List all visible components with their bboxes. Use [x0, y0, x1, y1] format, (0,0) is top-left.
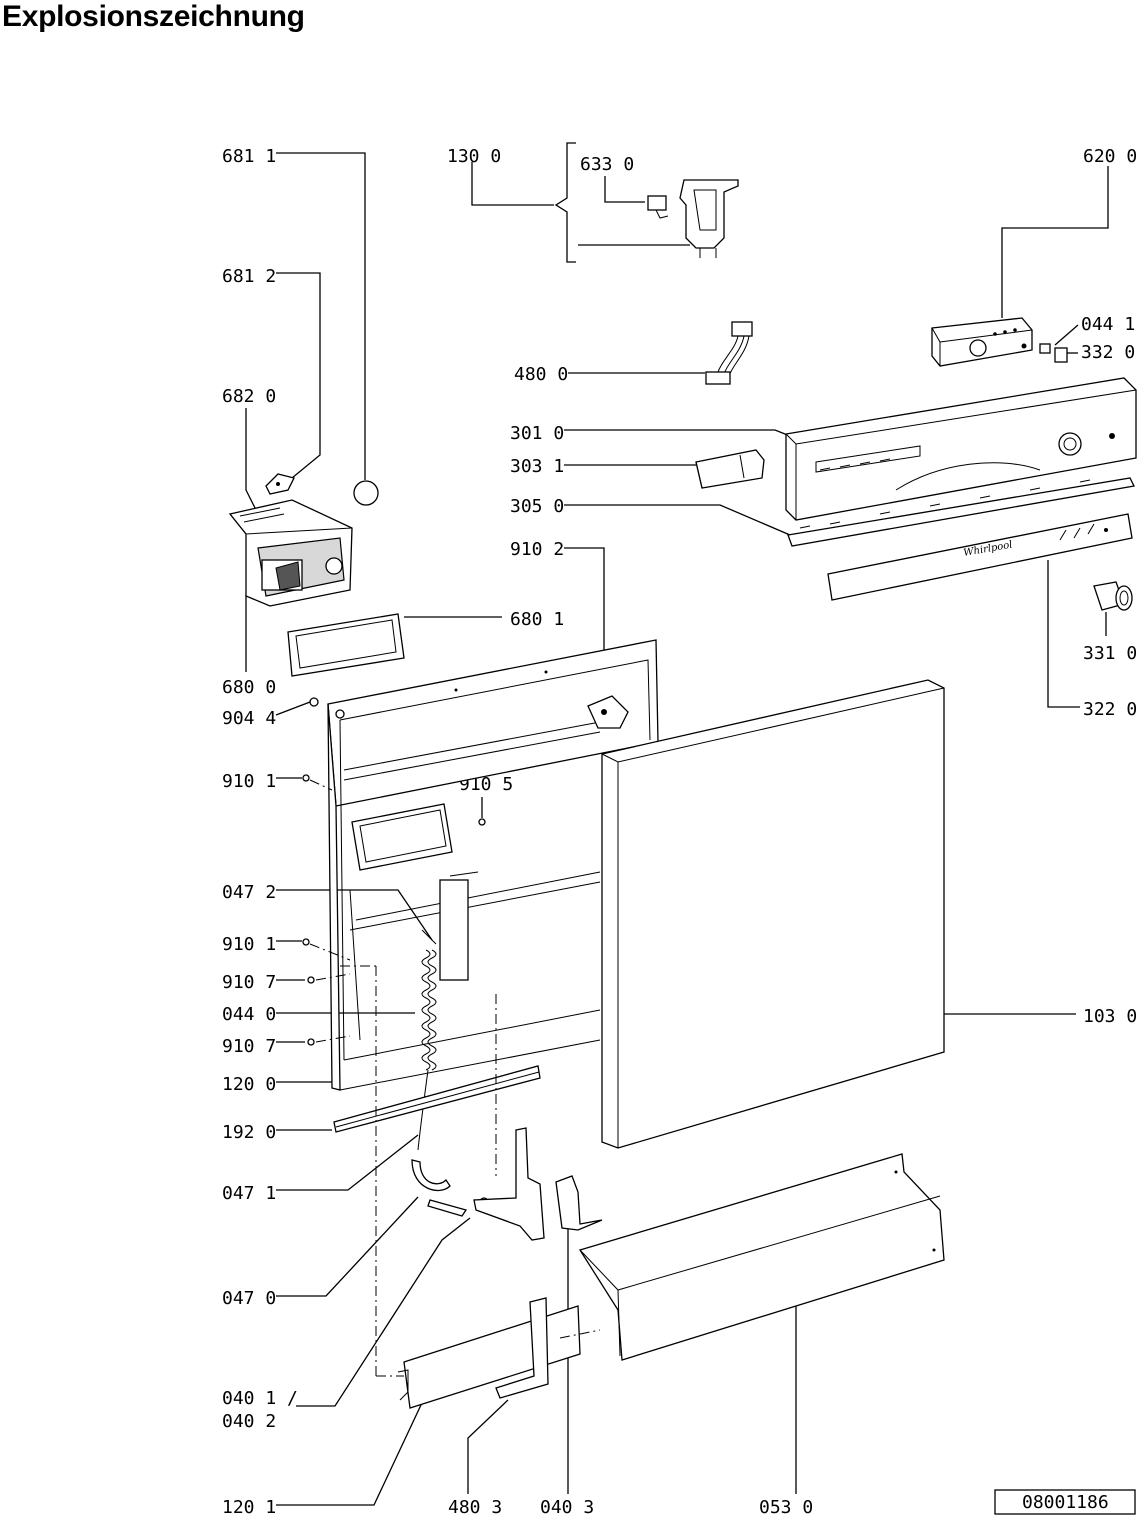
label-332-0: 332 0 [1081, 342, 1135, 363]
screw-910-5-icon [478, 818, 486, 826]
knob-part [1093, 581, 1133, 611]
label-480-0: 480 0 [514, 364, 568, 385]
handle-part [695, 449, 765, 489]
screw-910-7-icon [307, 976, 315, 984]
label-103-0: 103 0 [1083, 1006, 1137, 1027]
label-682-0: 682 0 [222, 386, 276, 407]
l-bracket-part [495, 1297, 549, 1399]
label-044-1: 044 1 [1081, 314, 1135, 335]
label-192-0: 192 0 [222, 1122, 276, 1143]
screw-910-7b-icon [307, 1038, 315, 1046]
label-681-2: 681 2 [222, 266, 276, 287]
drawing-number: 08001186 [1022, 1492, 1109, 1513]
label-040-1: 040 1 / [222, 1388, 298, 1409]
fascia-part: Whirlpool [827, 513, 1133, 601]
bottom-strip-part [397, 1305, 581, 1409]
label-120-1: 120 1 [222, 1497, 276, 1516]
label-120-0: 120 0 [222, 1074, 276, 1095]
label-633-0: 633 0 [580, 154, 634, 175]
label-680-1: 680 1 [510, 609, 564, 630]
hinge-plate-part [587, 695, 629, 729]
screws [302, 697, 486, 1046]
label-681-1: 681 1 [222, 146, 276, 167]
rail-part [333, 1065, 541, 1133]
page-title: Explosionszeichnung [2, 0, 305, 33]
label-322-0: 322 0 [1083, 699, 1137, 720]
screw-904-4-icon [309, 697, 319, 707]
label-910-7-a: 910 7 [222, 972, 276, 993]
clip-part [265, 473, 295, 495]
label-305-0: 305 0 [510, 496, 564, 517]
label-910-2: 910 2 [510, 539, 564, 560]
dispenser-part [228, 499, 353, 607]
panel-strip-part [787, 477, 1135, 547]
label-047-0: 047 0 [222, 1288, 276, 1309]
label-130-0: 130 0 [447, 146, 501, 167]
inner-door-panel-part [327, 639, 659, 1091]
drawing-number-box: 08001186 [994, 1489, 1136, 1515]
part-labels: 681 1 681 2 682 0 680 0 680 1 904 4 910 … [222, 146, 1137, 1516]
label-904-4: 904 4 [222, 708, 276, 729]
kick-plate-part [578, 1153, 945, 1361]
control-module-part [931, 317, 1068, 367]
label-910-1-a: 910 1 [222, 771, 276, 792]
label-040-2: 040 2 [222, 1411, 276, 1432]
hinge-bracket-part [647, 179, 739, 258]
label-910-1-b: 910 1 [222, 934, 276, 955]
label-620-0: 620 0 [1083, 146, 1137, 167]
outer-door-part [601, 679, 945, 1149]
assembly-lines [309, 779, 601, 1377]
wire-harness-part [705, 321, 753, 385]
gasket-part [287, 613, 405, 677]
control-panel-part [785, 377, 1137, 521]
label-301-0: 301 0 [510, 423, 564, 444]
hinge-bracket-lower-part [473, 1127, 545, 1241]
label-331-0: 331 0 [1083, 643, 1137, 664]
label-480-3: 480 3 [448, 1497, 502, 1516]
cap-part [353, 480, 379, 506]
label-910-7-b: 910 7 [222, 1036, 276, 1057]
label-047-2: 047 2 [222, 882, 276, 903]
spring-part [417, 929, 437, 1151]
screw-910-1-icon [302, 774, 310, 782]
label-047-1: 047 1 [222, 1183, 276, 1204]
label-044-0: 044 0 [222, 1004, 276, 1025]
label-303-1: 303 1 [510, 456, 564, 477]
label-680-0: 680 0 [222, 677, 276, 698]
label-053-0: 053 0 [759, 1497, 813, 1516]
support-bracket-part [555, 1175, 603, 1231]
screw-910-1b-icon [302, 938, 310, 946]
label-040-3: 040 3 [540, 1497, 594, 1516]
